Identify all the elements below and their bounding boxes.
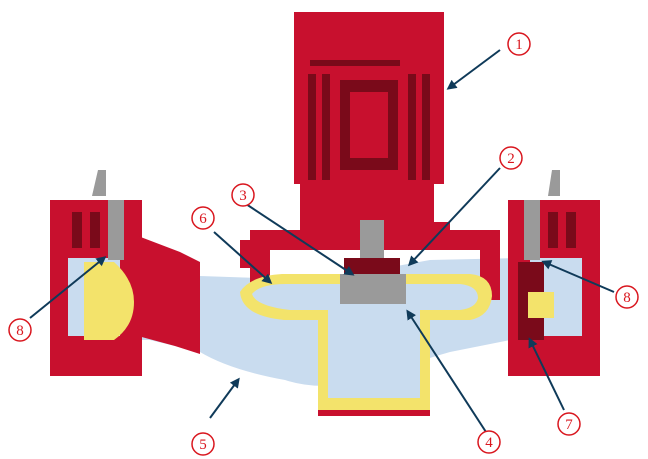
arrow-5: [209, 377, 240, 419]
impeller-inner: [252, 284, 478, 398]
callout-circle: [477, 430, 501, 454]
callout-8a: 8: [8, 318, 32, 342]
motor: [294, 12, 444, 222]
callout-8b: 8: [615, 285, 639, 309]
callout-labels: 1 2 3 4 5 6 7 8 8: [8, 32, 639, 456]
arrow-8a: [29, 256, 107, 319]
arrow-3: [245, 203, 355, 276]
callout-5: 5: [191, 432, 215, 456]
callout-circle: [8, 318, 32, 342]
callout-number: 4: [485, 435, 493, 451]
callout-3: 3: [231, 183, 255, 207]
arrow-2: [407, 167, 501, 267]
callout-number: 2: [507, 151, 515, 167]
callout-circle: [231, 183, 255, 207]
callout-number: 8: [16, 323, 24, 339]
callout-7: 7: [557, 412, 581, 436]
callout-circle: [615, 285, 639, 309]
left-flange: [50, 200, 200, 376]
callout-number: 6: [199, 211, 207, 227]
callout-2: 2: [499, 146, 523, 170]
arrow-8b: [541, 260, 615, 293]
shaft-seal: [344, 258, 400, 276]
callout-circle: [507, 32, 531, 56]
left-valve: [84, 170, 134, 340]
arrow-4: [406, 309, 487, 433]
callout-circle: [499, 146, 523, 170]
arrow-1: [446, 49, 501, 90]
callout-1: 1: [507, 32, 531, 56]
right-valve: [518, 170, 560, 340]
callout-circle: [191, 206, 215, 230]
callout-number: 7: [565, 417, 573, 433]
callout-6: 6: [191, 206, 215, 230]
arrow-7: [528, 337, 565, 411]
callout-4: 4: [477, 430, 501, 454]
callout-circle: [557, 412, 581, 436]
callout-circle: [191, 432, 215, 456]
callout-number: 3: [239, 188, 247, 204]
callout-number: 5: [199, 437, 207, 453]
arrow-6: [213, 231, 273, 284]
callout-number: 1: [515, 37, 523, 53]
callout-number: 8: [623, 290, 631, 306]
callout-arrows: [29, 49, 615, 433]
impeller-hub: [340, 274, 406, 304]
